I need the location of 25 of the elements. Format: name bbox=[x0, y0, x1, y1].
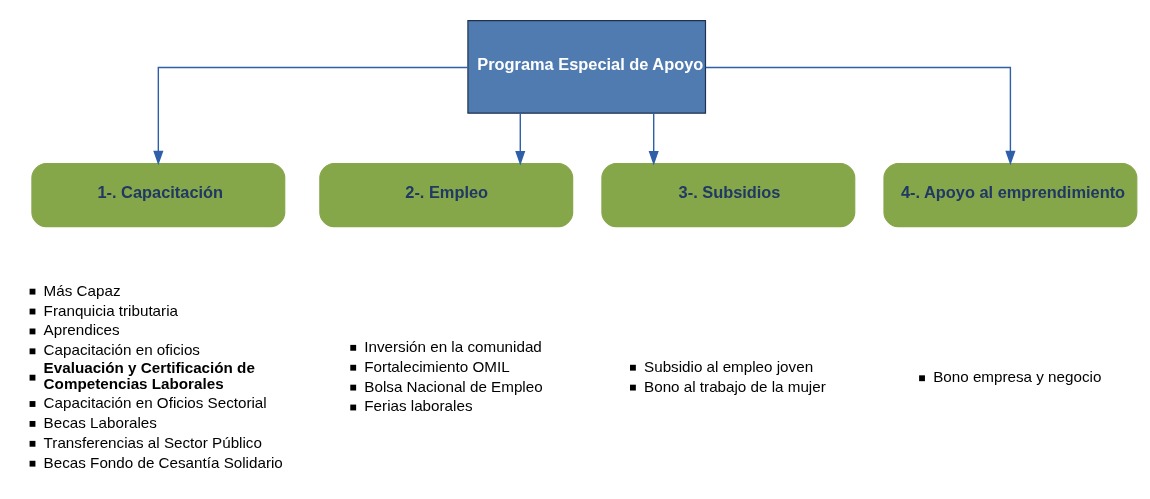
arrow bbox=[153, 66, 469, 166]
label: Subsidio al empleo joven bbox=[644, 357, 814, 375]
label: Capacitación en oficios bbox=[43, 341, 200, 359]
label: Bolsa Nacional de Empleo bbox=[364, 377, 543, 395]
label: Aprendices bbox=[43, 321, 120, 339]
node-box: 1-. Capacitación bbox=[31, 162, 286, 228]
arrow bbox=[515, 112, 526, 166]
label: Becas Laborales bbox=[43, 413, 157, 431]
arrow bbox=[705, 66, 1016, 166]
label: Fortalecimiento OMIL bbox=[364, 357, 510, 375]
label: Becas Fondo de Cesantía Solidario bbox=[43, 453, 283, 471]
label: Franquicia tributaria bbox=[43, 301, 178, 319]
node-box: Programa Especial de Apoyo bbox=[467, 20, 707, 114]
node-box: 4-. Apoyo al emprendimiento bbox=[883, 162, 1138, 228]
label: Capacitación en Oficios Sectorial bbox=[43, 393, 267, 411]
node-box: 3-. Subsidios bbox=[601, 162, 856, 228]
arrow bbox=[648, 112, 659, 166]
node-box: 2-. Empleo bbox=[319, 162, 574, 228]
label: Bono al trabajo de la mujer bbox=[644, 377, 826, 395]
label: Bono empresa y negocio bbox=[933, 368, 1102, 386]
label: Ferias laborales bbox=[364, 397, 473, 415]
label: Evaluación y Certificación de Competencias Laborales bbox=[43, 359, 255, 392]
label: Más Capaz bbox=[43, 281, 121, 299]
label: Transferencias al Sector Público bbox=[43, 433, 262, 451]
label: Inversión en la comunidad bbox=[364, 337, 542, 355]
